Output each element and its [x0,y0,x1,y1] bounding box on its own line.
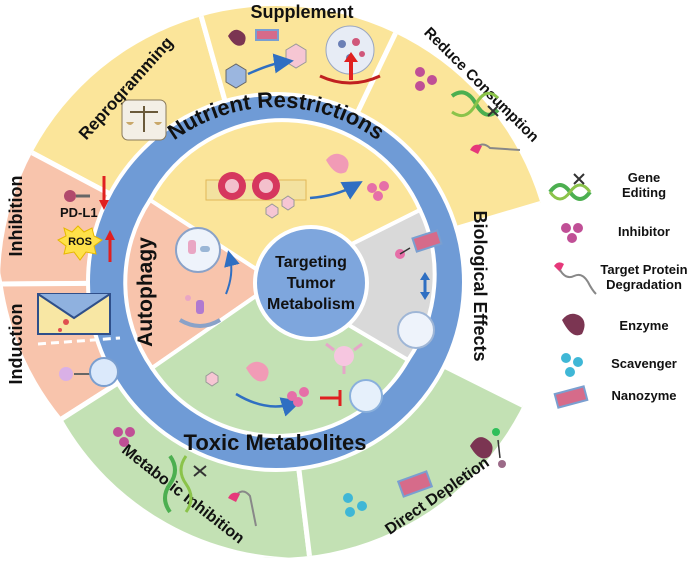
gene-editing-icon [548,173,592,201]
metabolite-hexagon [205,371,219,387]
arrow-icon [309,181,363,200]
legend-item-scavenger: Scavenger [548,348,694,388]
immune-cell-icon [59,367,73,381]
nutrient-quadrant-illustration [205,153,389,219]
center-title-line2: Tumor [287,275,336,292]
nanozyme-icon [396,470,434,498]
dendritic-cell-icon [334,346,354,366]
product-icon [367,183,377,193]
legend-label: Scavenger [611,356,677,371]
autophagosome-icon [175,227,221,273]
legend-item-target-protein-degradation: Target Protein Degradation [548,258,694,298]
toxic-metabolites-label: Toxic Metabolites [184,430,367,455]
legend-label: Nanozyme [611,388,677,403]
inhibition-label: Inhibition [6,176,26,257]
supplement-label: Supplement [250,2,353,22]
legend-label: Editing [621,185,667,200]
inhibitor-icon [415,67,425,77]
legend-item-gene-editing: Gene Editing [548,168,694,208]
biological-quadrant-illustration [395,229,443,349]
arrow-icon [247,53,294,76]
autophagy-quadrant-illustration [175,227,240,328]
legend-label: Inhibitor [618,224,670,239]
inhibition-illustration: PD-L1 ROS [57,176,115,262]
direct-depletion-illustration [343,428,506,517]
center-title-line3: Metabolism [267,296,355,313]
induction-label: Induction [6,304,26,385]
ros-label: ROS [68,236,92,248]
legend-item-enzyme: Enzyme [548,312,694,352]
enzyme-icon [470,437,493,459]
enzyme-icon [326,153,349,174]
nanozyme-icon [553,385,589,409]
supplement-illustration [225,25,381,89]
cell-icon [397,311,435,349]
scavenger-icon [343,493,353,503]
legend-item-nanozyme: Nanozyme [548,380,694,420]
hexagon-icon [225,63,247,89]
reprogramming-illustration [121,99,167,141]
nanozyme-icon [411,229,443,253]
metabolic-inhibition-illustration [113,427,257,527]
arrow-icon [235,392,302,417]
legend-item-inhibitor: Inhibitor [548,216,694,256]
legend-label: Gene [627,170,661,185]
autophagy-label: Autophagy [134,237,157,347]
nutrient-hexagon [265,203,279,219]
reduce-consumption-illustration [415,67,521,154]
pd-l1-marker [64,190,76,202]
legend: Gene Editing Inhibitor Target Protein De… [548,168,694,409]
enzyme-icon [562,313,585,336]
autophagy-quadrant [123,197,280,371]
tumor-cell-icon [89,357,119,387]
nanozyme-icon [255,29,279,41]
legend-label: Enzyme [619,318,669,333]
target-protein-degradation-icon [554,262,597,295]
scavenger-icon [561,353,583,377]
center-title-line1: Targeting [275,254,347,271]
t-cell-icon [349,379,383,413]
pd-l1-label: PD-L1 [60,205,98,220]
arrow-icon [224,250,240,295]
toxic-quadrant-illustration [205,342,383,417]
induction-illustration [37,293,121,387]
ros-burst-icon [57,225,103,261]
toxic-quadrant [149,279,411,438]
enzyme-icon [246,361,269,382]
scissors-icon [193,465,207,477]
center-circle [253,225,369,341]
inhibition-bar-icon [320,390,342,406]
enzyme-icon [228,29,246,46]
inhibitor-icon [113,427,123,437]
legend-label: Degradation [606,277,682,292]
dna-icon [163,454,177,514]
biological-effects-label: Biological Effects [470,210,490,361]
legend-label: Target Protein [600,262,688,277]
scissors-icon [487,105,499,117]
metabolite-icon [492,428,500,436]
inhibitor-icon [561,223,583,243]
